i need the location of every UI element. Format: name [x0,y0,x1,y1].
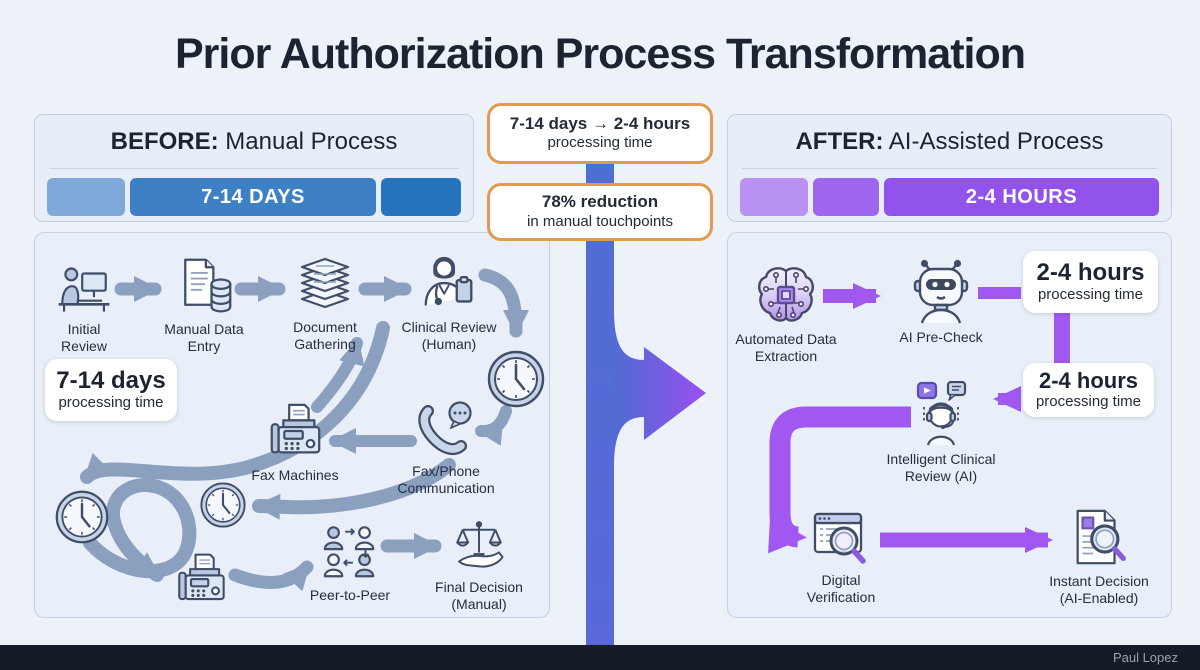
clinician-clipboard-icon [424,256,473,306]
before-title: BEFORE: Manual Process [110,128,398,155]
before-segment-light [47,178,125,216]
scales-hand-icon [456,521,504,568]
node-clock-delay-2 [54,489,110,545]
after-duration-label: 2-4 HOURS [884,178,1159,216]
peer-to-peer-icon [323,526,375,578]
node-initial-review: Initial Review [44,259,124,355]
node-final-decision-manual: Final Decision (Manual) [423,519,535,613]
transformation-arrow [586,110,706,650]
document-database-icon [184,258,232,313]
before-header-panel: BEFORE: Manual Process 7-14 DAYS [34,114,474,222]
credit-text: Paul Lopez [1112,650,1178,665]
node-digital-verification: Digital Verification [791,508,891,606]
before-duration-label: 7-14 DAYS [130,178,376,216]
page-title: Prior Authorization Process Transformati… [175,30,1026,78]
browser-magnifier-icon [813,512,866,564]
before-processing-time-box: 7-14 days processing time [45,359,177,421]
phone-chat-icon [418,401,472,455]
node-peer-to-peer: Peer-to-Peer [295,523,405,604]
divider [49,168,459,169]
person-at-computer-icon [58,267,110,312]
node-fax-phone-communication: Fax/Phone Communication [384,399,508,497]
after-processing-time-box-1: 2-4 hours processing time [1023,251,1158,313]
node-clock-delay-3 [199,481,247,529]
document-magnifier-icon [1076,509,1126,565]
fax-machine-icon [270,403,321,454]
node-manual-data-entry: Manual Data Entry [158,255,250,355]
node-fax-machine-2 [172,551,230,609]
after-title: AFTER: AI-Assisted Process [795,128,1104,155]
node-instant-decision: Instant Decision (AI-Enabled) [1037,507,1161,607]
node-ai-pre-check: AI Pre-Check [891,259,991,346]
after-segment-mid [813,178,879,216]
brain-chip-icon [758,267,814,322]
divider [742,168,1157,169]
headset-agent-icon [916,381,967,446]
node-automated-data-extraction: Automated Data Extraction [724,263,848,365]
before-segment-dark [381,178,461,216]
after-duration-bar: 2-4 HOURS [740,178,1159,216]
before-duration-bar: 7-14 DAYS [47,178,461,216]
before-flow-panel: Initial Review Manual Data Entry [34,232,550,618]
node-intelligent-clinical-review: Intelligent Clinical Review (AI) [866,381,1016,485]
node-document-gathering: Document Gathering [278,253,372,353]
node-clock-delay-1 [486,349,546,409]
fax-machine-icon [178,553,225,601]
clock-icon [55,490,109,544]
paper-stack-icon [300,257,350,309]
clock-icon [200,482,246,528]
after-flow-panel: Automated Data Extraction AI P [727,232,1172,618]
ai-process-arrows [768,283,1070,554]
node-fax-machine-1: Fax Machines [240,401,350,484]
callout-processing-time: 7-14 days → 2-4 hours processing time [487,103,713,164]
manual-process-arrows [80,268,529,592]
clock-icon [487,350,545,408]
node-clinical-review-human: Clinical Review (Human) [389,253,509,353]
callout-touchpoint-reduction: 78% reduction in manual touchpoints [487,183,713,241]
after-segment-light [740,178,808,216]
after-processing-time-box-2: 2-4 hours processing time [1023,363,1154,417]
after-header-panel: AFTER: AI-Assisted Process 2-4 HOURS [727,114,1172,222]
footer-bar: Paul Lopez [0,645,1200,670]
robot-icon [913,259,969,324]
